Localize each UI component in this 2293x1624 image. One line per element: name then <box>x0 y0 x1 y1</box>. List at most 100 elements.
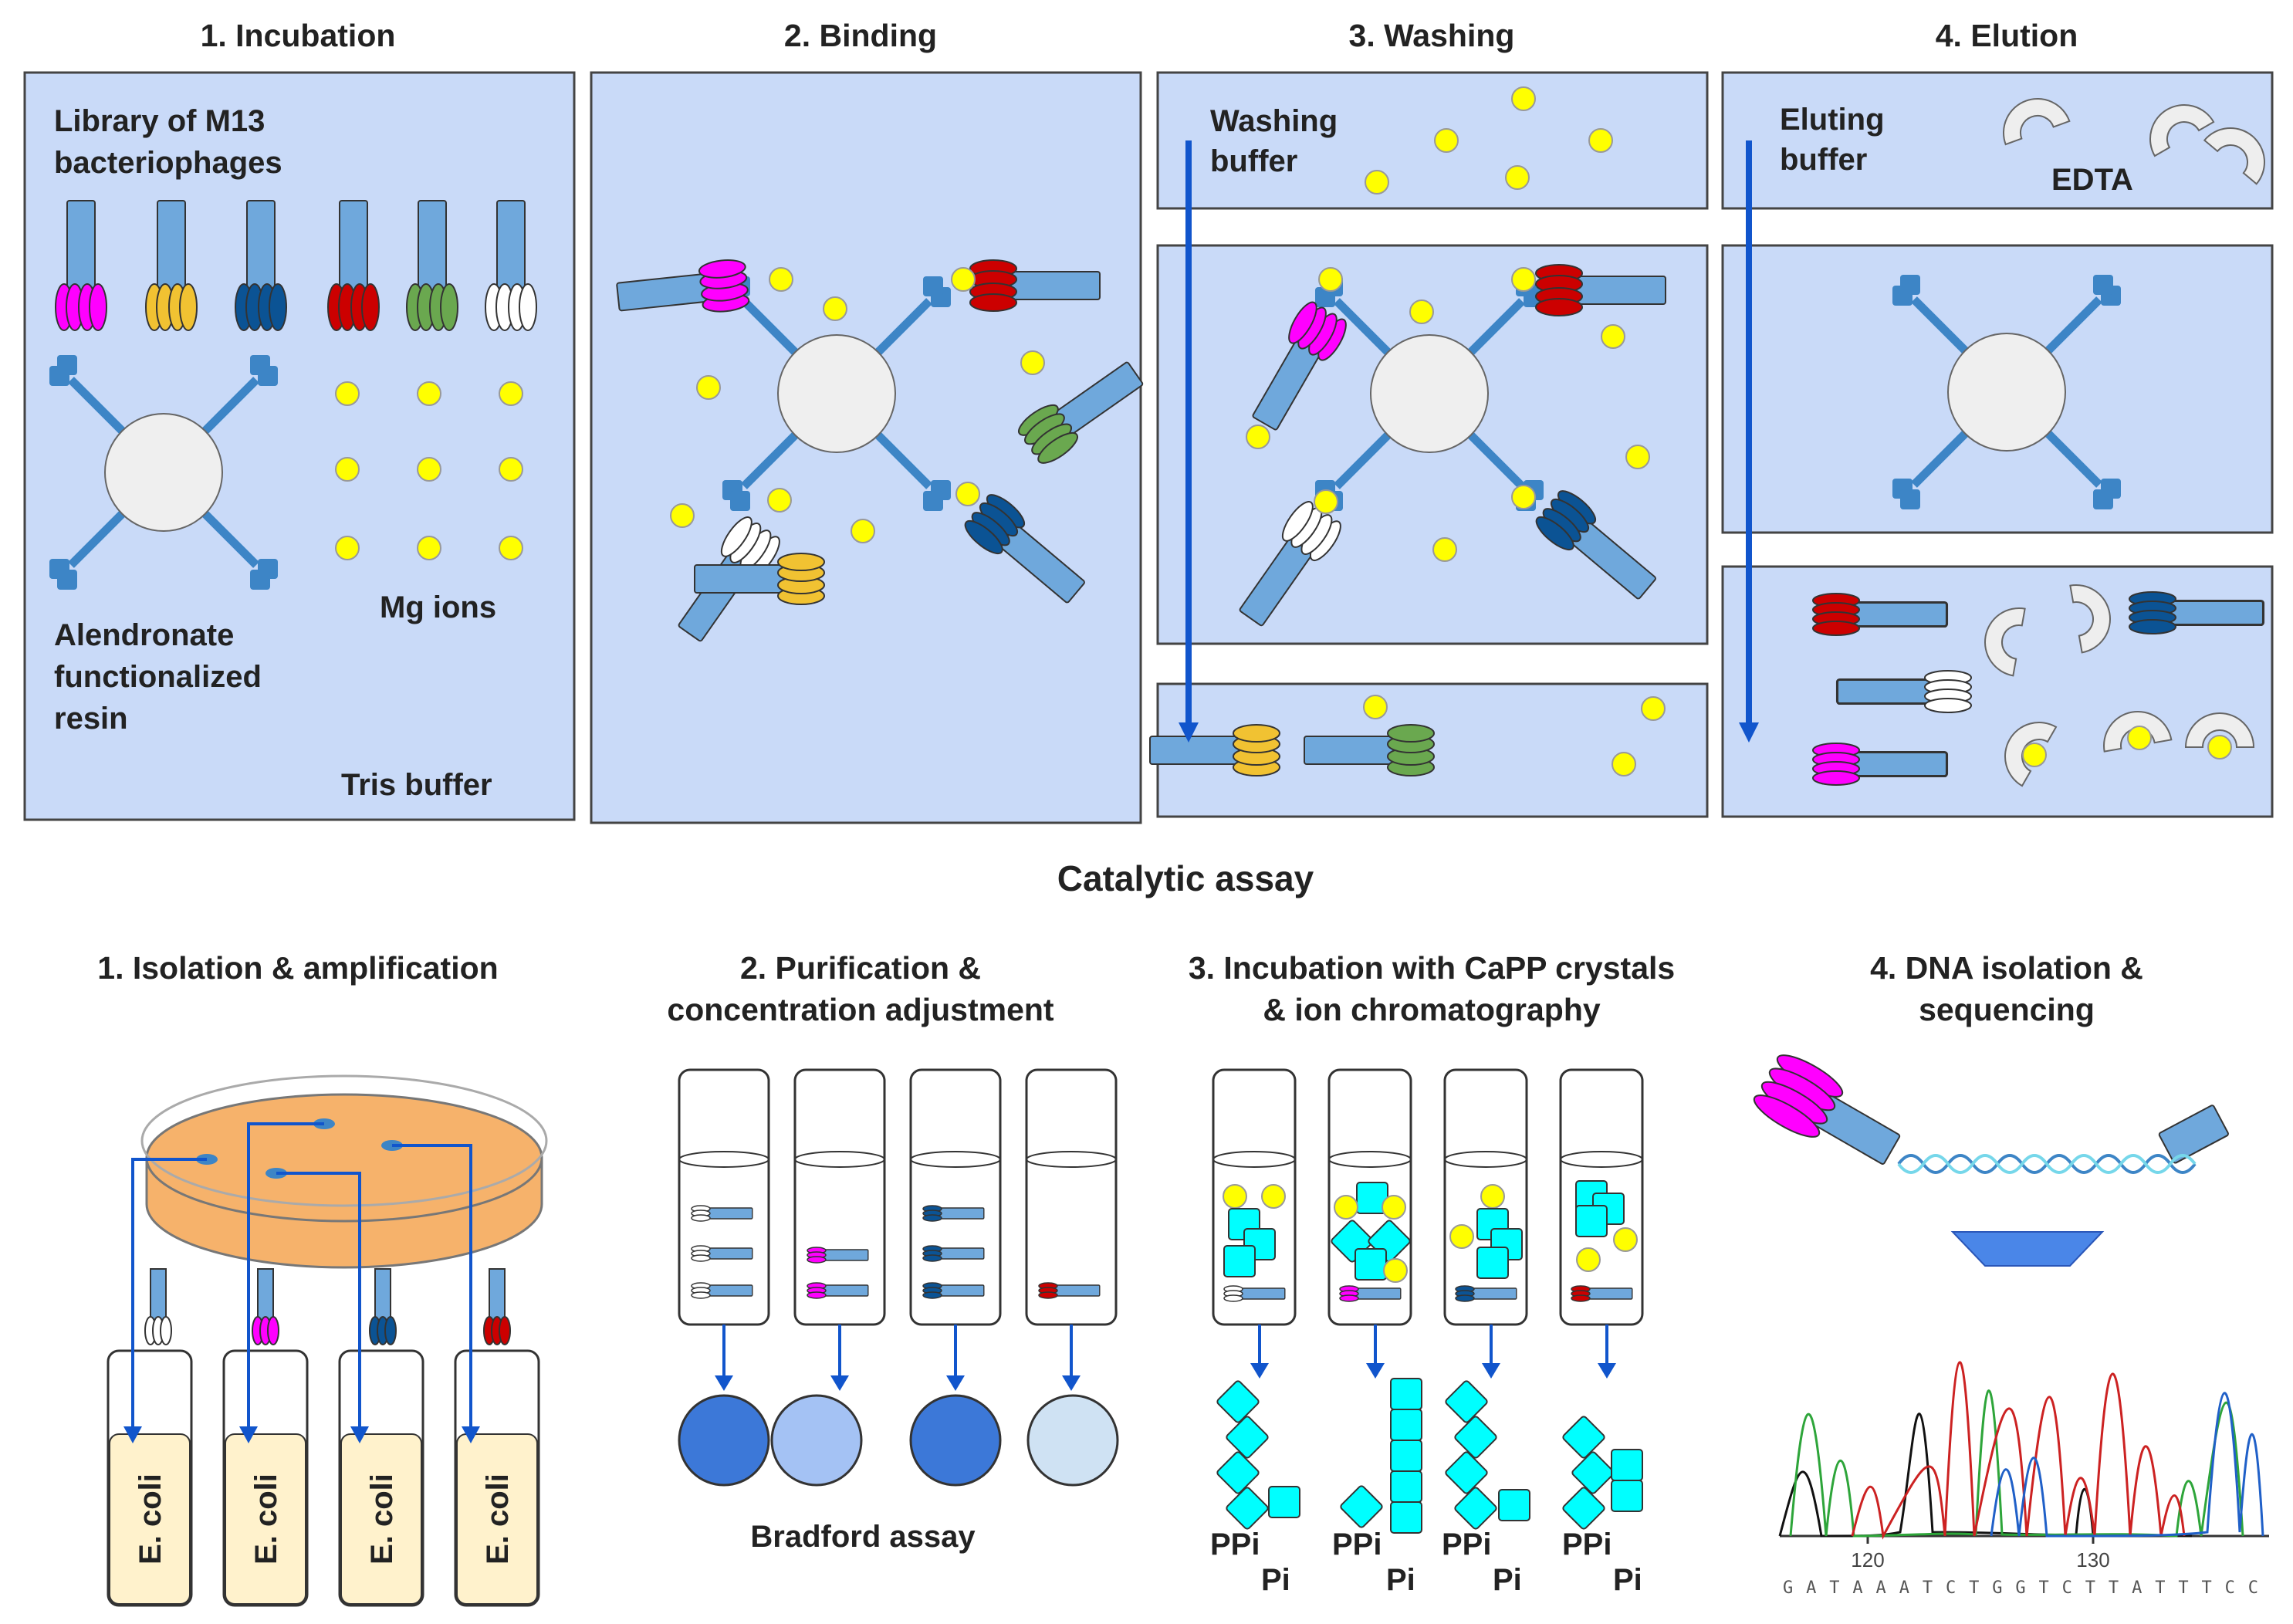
eluted-phages <box>1812 591 2265 786</box>
phage-green <box>406 200 458 331</box>
panel-incubation: Library of M13 bacteriophages Mg ions Al… <box>23 71 576 821</box>
dna-helix <box>1897 1154 2197 1174</box>
panel-washing: Washing buffer <box>1149 71 1709 818</box>
phage-head-fragment <box>1753 1054 1901 1165</box>
eluted-phage-navy <box>2129 591 2265 634</box>
down-arrow-sequencing <box>1950 1231 2105 1267</box>
library-label-line1: Library of M13 <box>54 104 265 138</box>
ecoli-label-2: E. coli <box>249 1473 283 1565</box>
phage-magenta-bound <box>615 259 750 313</box>
purification-tube-1 <box>678 1068 770 1326</box>
washing-buffer-line2: buffer <box>1210 144 1297 178</box>
pi-label-1: Pi <box>1261 1563 1290 1597</box>
library-label-line2: bacteriophages <box>54 146 282 180</box>
petri-dish <box>140 1074 548 1269</box>
eluted-phage-red <box>1812 593 1949 636</box>
edta-label: EDTA <box>2051 163 2133 197</box>
phage-white <box>485 200 537 331</box>
phage-magenta <box>55 200 107 331</box>
capp-tube-2 <box>1327 1068 1412 1326</box>
bradford-wells <box>678 1394 1119 1487</box>
seq-tick-120: 120 <box>1851 1548 1884 1572</box>
phage-red-wash <box>1535 264 1666 316</box>
chromatography-arrows <box>1250 1325 1616 1379</box>
ppi-label-3: PPi <box>1442 1528 1491 1561</box>
phage-red <box>327 200 380 331</box>
ecoli-label-3: E. coli <box>365 1473 399 1565</box>
ecoli-tube-2: E. coli <box>222 1349 309 1607</box>
picked-phages <box>144 1268 511 1345</box>
washing-flow-arrow <box>1179 140 1199 743</box>
assay-step4-title-line2: sequencing <box>1919 992 2095 1027</box>
ppi-label-4: PPi <box>1562 1528 1612 1561</box>
pi-label-4: Pi <box>1613 1563 1642 1597</box>
chromatography-results <box>1215 1378 1643 1534</box>
phage-navy-wash <box>1535 490 1658 601</box>
capp-tube-1 <box>1212 1068 1297 1326</box>
capp-tubes <box>1212 1068 1644 1326</box>
chrom-result-1 <box>1215 1379 1300 1531</box>
resin-label-line3: resin <box>54 702 128 736</box>
chrom-result-3 <box>1443 1379 1530 1531</box>
chrom-result-2 <box>1338 1378 1422 1534</box>
panel-binding <box>590 71 1145 824</box>
resin-label-line1: Alendronate <box>54 618 234 652</box>
purification-tube-3 <box>909 1068 1002 1326</box>
panning-headers: 1. Incubation 2. Binding 3. Washing 4. E… <box>201 18 2078 53</box>
header-elution: 4. Elution <box>1936 18 2078 53</box>
assay-step4-title-line1: 4. DNA isolation & <box>1870 950 2143 986</box>
header-binding: 2. Binding <box>784 18 937 53</box>
ppi-label-1: PPi <box>1210 1528 1260 1561</box>
eluted-phage-magenta <box>1812 743 1949 786</box>
panel-elution: Eluting buffer EDTA <box>1721 71 2279 818</box>
header-washing: 3. Washing <box>1349 18 1515 53</box>
purification-tube-2 <box>793 1068 886 1326</box>
purification-tubes <box>678 1068 1118 1326</box>
header-incubation: 1. Incubation <box>201 18 396 53</box>
assay-step1-title: 1. Isolation & amplification <box>97 950 498 986</box>
seq-tick-130: 130 <box>2076 1548 2109 1572</box>
phage-white-bound <box>677 516 780 643</box>
assay-step2-title-line2: concentration adjustment <box>667 992 1054 1027</box>
ecoli-tubes: E. coli E. coli E. coli E. coli <box>107 1349 540 1607</box>
dna-isolation <box>1753 1054 2229 1267</box>
eluting-buffer-line2: buffer <box>1780 143 1867 177</box>
phage-library <box>55 200 537 331</box>
catalytic-assay-title: Catalytic assay <box>1057 858 1314 898</box>
tris-buffer-label: Tris buffer <box>341 768 492 802</box>
assay-step2-title-line1: 2. Purification & <box>740 950 981 986</box>
ecoli-tube-4: E. coli <box>454 1349 540 1607</box>
capp-tube-4 <box>1559 1068 1644 1326</box>
mg-ions-label: Mg ions <box>380 590 496 624</box>
colony-picking-arrows <box>123 1122 480 1443</box>
phage-navy-bound <box>964 494 1087 604</box>
chrom-result-4 <box>1561 1414 1643 1531</box>
ppi-pi-labels: PPi Pi PPi Pi PPi Pi PPi Pi <box>1210 1528 1642 1597</box>
phage-navy <box>235 200 287 331</box>
ecoli-label-4: E. coli <box>481 1473 515 1565</box>
assay-step3-title-line1: 3. Incubation with CaPP crystals <box>1189 950 1675 986</box>
phage-red-bound <box>969 259 1101 312</box>
ecoli-tube-3: E. coli <box>338 1349 424 1607</box>
eluting-buffer-line1: Eluting <box>1780 103 1885 137</box>
chromatogram: 120 130 GATAAATCTGGTCTTATTTCC <box>1778 1361 2269 1598</box>
phage-green-washed <box>1304 724 1435 776</box>
pi-label-2: Pi <box>1386 1563 1415 1597</box>
purification-tube-4 <box>1025 1068 1118 1326</box>
phage-orange-washed <box>1149 724 1280 776</box>
purification-arrows <box>715 1325 1081 1391</box>
phage-orange <box>145 200 198 331</box>
eluted-phage-white <box>1835 670 1972 713</box>
pi-label-3: Pi <box>1493 1563 1522 1597</box>
ppi-label-2: PPi <box>1332 1528 1382 1561</box>
dna-sequence: GATAAATCTGGTCTTATTTCC <box>1783 1578 2261 1598</box>
resin-label-line2: functionalized <box>54 660 262 694</box>
ecoli-tube-1: E. coli <box>107 1349 193 1607</box>
capp-tube-3 <box>1443 1068 1528 1326</box>
phage-white-wash <box>1238 501 1341 628</box>
elution-flow-arrow <box>1739 140 1759 743</box>
bradford-assay-label: Bradford assay <box>750 1520 976 1554</box>
phage-green-free <box>1018 360 1145 464</box>
ecoli-label-1: E. coli <box>134 1473 167 1565</box>
